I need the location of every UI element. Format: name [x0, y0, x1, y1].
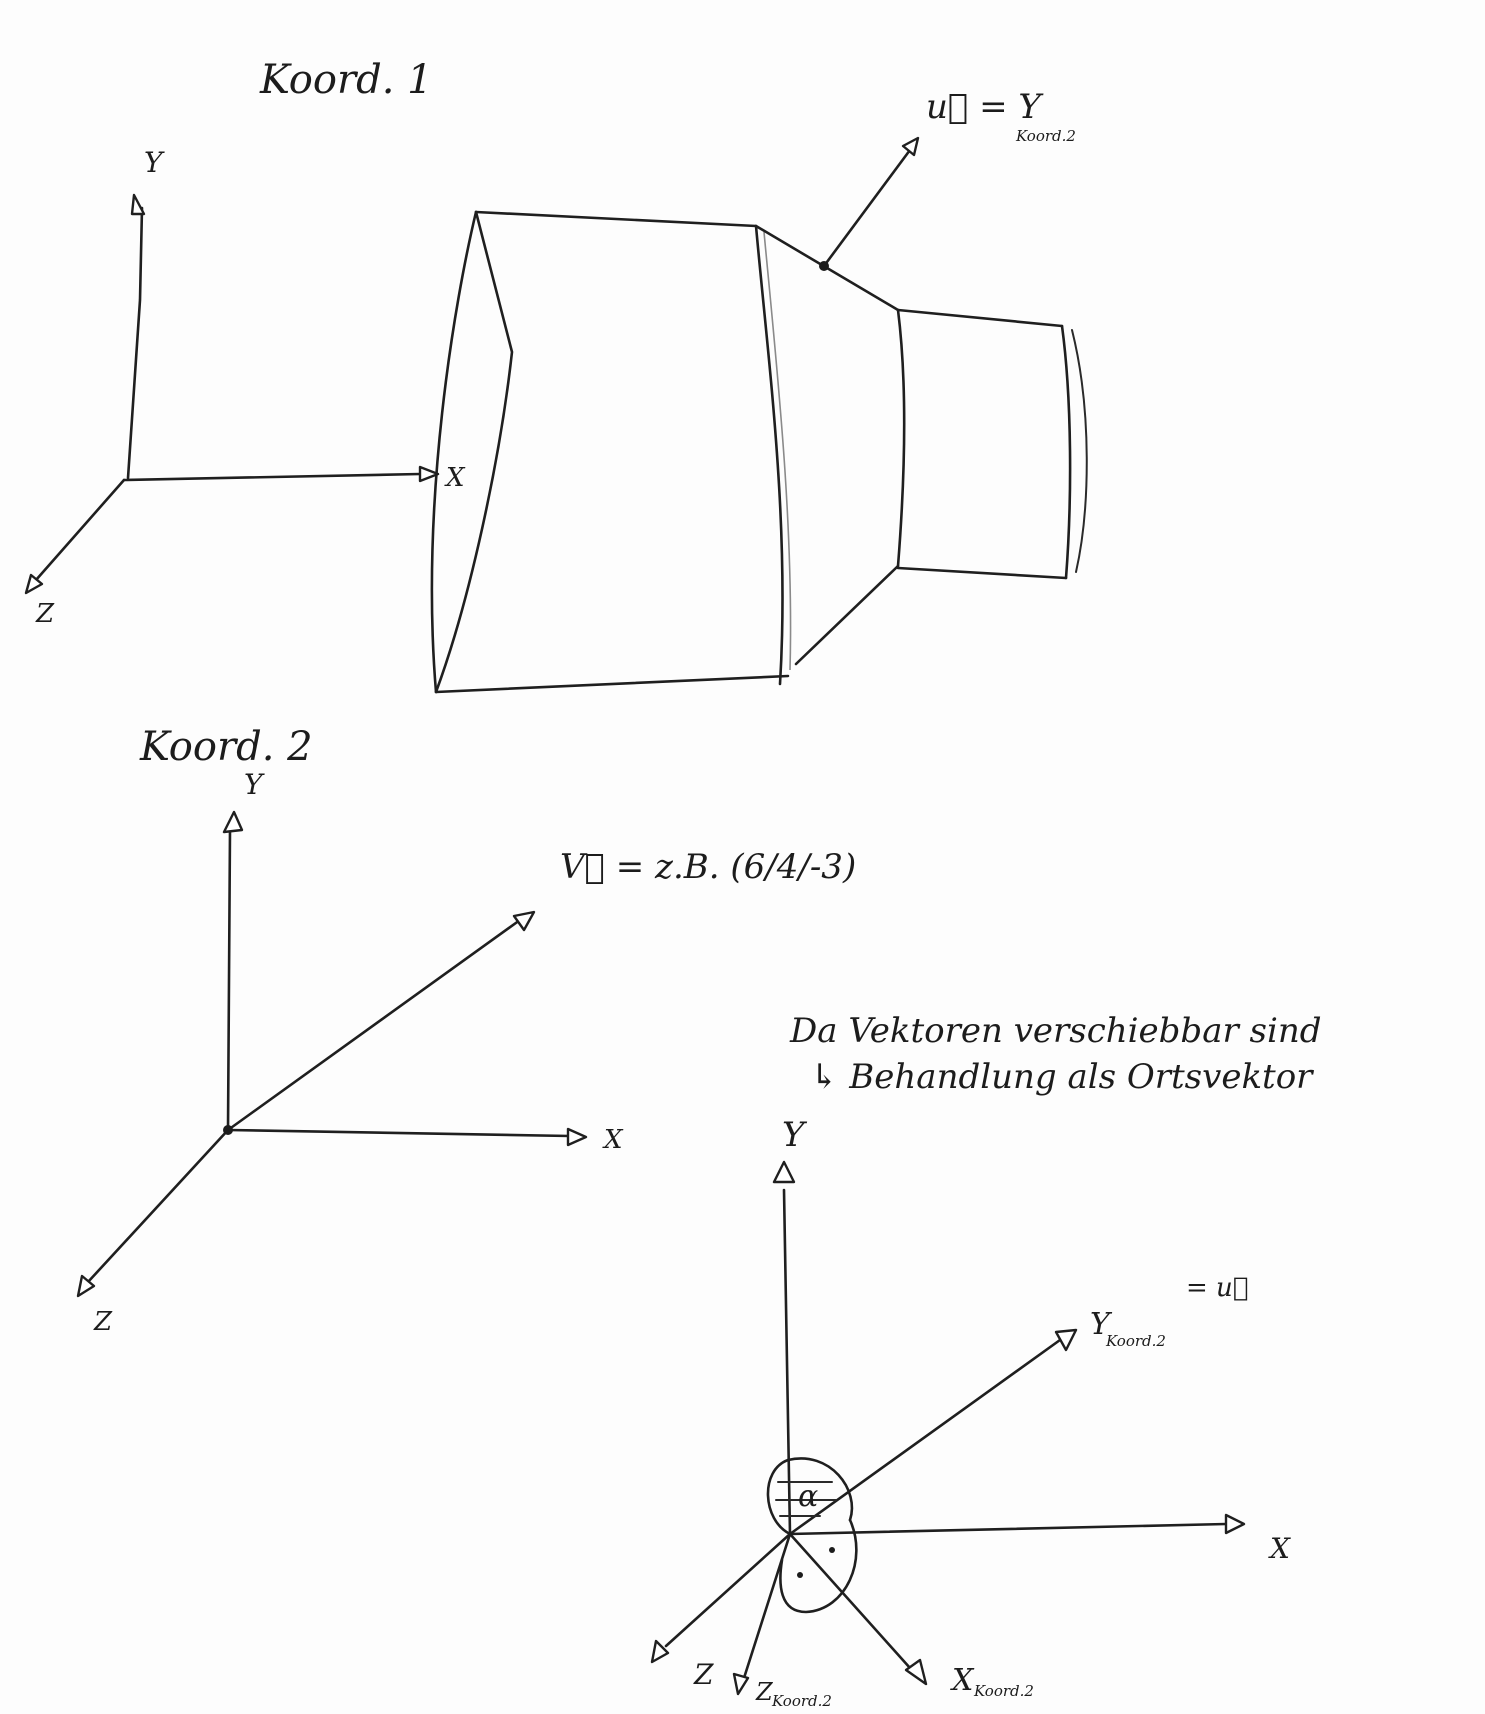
- nozzle-tail-bottom: [896, 566, 1068, 580]
- vector-u-origin-dot: [819, 261, 829, 271]
- nozzle-end-face: [1060, 324, 1072, 580]
- combined-y2-axis: [788, 1338, 1062, 1536]
- nozzle-joint-2: [896, 308, 906, 568]
- koord2-x-label: X: [602, 1125, 624, 1155]
- koord1-y-label: Y: [144, 146, 165, 179]
- combined-x2-subscript: Koord.2: [973, 1682, 1034, 1700]
- nozzle-joint-1: [754, 224, 784, 686]
- koord1-y-arrowhead: [130, 193, 146, 216]
- koord2-title: Koord. 2: [139, 724, 313, 770]
- combined-y2-label: Y: [1090, 1307, 1113, 1342]
- koord2-y-arrowhead: [222, 810, 244, 834]
- vector-u-line: [822, 148, 912, 268]
- combined-z-label: Z: [693, 1658, 714, 1691]
- koord1-x-axis: [122, 472, 422, 482]
- nozzle-front-face-left: [430, 210, 478, 694]
- nozzle-bottom-edge: [434, 674, 790, 694]
- koord1-x-arrowhead: [418, 465, 440, 483]
- koord1-x-label: X: [444, 463, 466, 493]
- nozzle-drawing: [430, 210, 1088, 694]
- note-line-1: Da Vektoren verschiebbar sind: [789, 1011, 1322, 1051]
- combined-y-label: Y: [782, 1115, 808, 1155]
- nozzle-end-face-rim: [1071, 329, 1088, 573]
- nozzle-front-face-right: [434, 210, 514, 694]
- koord1-z-arrowhead: [24, 573, 44, 595]
- combined-x-arrowhead: [1224, 1513, 1246, 1535]
- angle-hatching: [775, 1481, 837, 1517]
- combined-x2-arrowhead: [904, 1658, 928, 1686]
- koord1-z-label: Z: [35, 599, 55, 629]
- vector-u-subscript: Koord.2: [1015, 127, 1076, 145]
- combined-x-label: X: [1268, 1532, 1291, 1565]
- vector-v-label: V⃗ = z.B. (6/4/-3): [560, 847, 856, 887]
- combined-z-axis: [664, 1532, 792, 1648]
- angle-arc-left: [766, 1458, 792, 1536]
- vector-u-label: u⃗ = Y: [926, 87, 1044, 127]
- combined-z2-subscript: Koord.2: [771, 1692, 832, 1710]
- combined-z2-label: Z: [755, 1678, 774, 1706]
- sketch-koord-2: Koord. 2 Y X Z V⃗ = z.B. (6/4/-3): [76, 724, 856, 1337]
- koord2-z-arrowhead: [76, 1274, 96, 1298]
- nozzle-top-edge: [474, 210, 758, 228]
- combined-z-arrowhead: [650, 1639, 670, 1664]
- koord2-origin-dot: [223, 1125, 233, 1135]
- sketch-koord-1: Koord. 1 Y X Z u⃗: [24, 57, 1088, 694]
- combined-y2-arrowhead: [1054, 1328, 1078, 1352]
- nozzle-cone-bottom: [794, 564, 900, 666]
- right-angle-dot-1: [829, 1547, 835, 1553]
- koord1-y-axis: [126, 206, 144, 480]
- vector-u-arrowhead: [901, 136, 920, 157]
- koord2-z-axis: [86, 1128, 230, 1284]
- angle-arc-bottom: [779, 1518, 858, 1614]
- vector-v-line: [226, 918, 522, 1132]
- note-line-2: ↳ Behandlung als Ortsvektor: [810, 1057, 1314, 1097]
- angle-arc-top: [786, 1457, 854, 1522]
- combined-y2-equals-u: = u⃗: [1186, 1273, 1248, 1303]
- combined-y-axis: [782, 1188, 792, 1536]
- combined-z2-axis: [742, 1532, 792, 1680]
- vector-v-arrowhead: [512, 910, 536, 932]
- nozzle-tail-top: [896, 308, 1064, 328]
- koord2-z-label: Z: [93, 1307, 113, 1337]
- sketch-combined: Y X Z Y Koord.2 = u⃗ Z Koord.2 X Koord.2…: [650, 1115, 1291, 1710]
- angle-alpha-label: α: [798, 1479, 818, 1514]
- combined-y-arrowhead: [772, 1160, 796, 1184]
- koord2-x-arrowhead: [566, 1127, 588, 1147]
- koord2-y-label: Y: [244, 768, 265, 801]
- right-angle-dot-2: [797, 1572, 803, 1578]
- combined-z2-arrowhead: [732, 1672, 750, 1696]
- handwritten-note: Da Vektoren verschiebbar sind ↳ Behandlu…: [789, 1011, 1322, 1097]
- koord1-title: Koord. 1: [259, 57, 433, 103]
- combined-y2-subscript: Koord.2: [1105, 1332, 1166, 1350]
- combined-x-axis: [788, 1522, 1228, 1536]
- koord2-y-axis: [226, 828, 232, 1132]
- koord1-z-axis: [34, 478, 126, 582]
- koord2-x-axis: [226, 1128, 572, 1138]
- combined-x2-axis: [788, 1532, 912, 1670]
- nozzle-joint-1-shade: [763, 231, 792, 671]
- combined-x2-label: X: [950, 1663, 975, 1698]
